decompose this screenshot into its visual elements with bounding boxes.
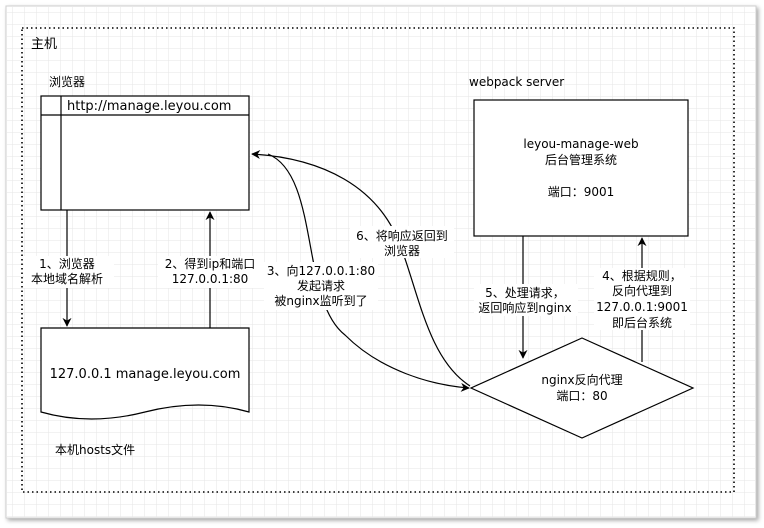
nginx-port: 端口：80 [556,389,607,403]
step4-line4: 即后台系统 [612,315,672,330]
webpack-app-desc: 后台管理系统 [545,152,617,167]
step5-label-bg [474,284,578,316]
browser-label: 浏览器 [49,74,85,89]
step1-line2: 本地域名解析 [31,271,103,286]
host-label: 主机 [31,37,57,52]
step3-line2: 发起请求 [297,278,345,293]
hosts-file-label: 本机hosts文件 [55,442,135,457]
arrow-step3 [267,153,470,392]
step4-line3: 127.0.0.1:9001 [596,300,688,314]
step5-line1: 5、处理请求， [485,286,565,300]
step2-line1: 2、得到ip和端口 [165,256,256,271]
step6-label-bg [350,226,454,258]
hosts-file-shape [40,327,250,420]
step1-line1: 1、浏览器 [39,256,95,271]
step3-label-bg [264,262,378,310]
step2-line2: 127.0.0.1:80 [172,272,249,286]
webpack-port: 端口：9001 [548,185,615,199]
browser-url: http://manage.leyou.com [67,99,231,114]
step6-line2: 浏览器 [384,243,420,258]
step3-line3: 被nginx监听到了 [274,294,367,308]
step6-line1: 6、将响应返回到 [356,228,448,243]
host-container [21,27,735,493]
grid-background [7,7,755,517]
webpack-label: webpack server [469,75,564,89]
step4-line2: 反向代理到 [612,283,672,298]
nginx-title: nginx反向代理 [541,372,622,387]
hosts-file-content: 127.0.0.1 manage.leyou.com [50,367,241,382]
step3-line1: 3、向127.0.0.1:80 [267,263,375,278]
step4-label-bg [594,268,690,330]
step4-line1: 4、根据规则， [602,268,682,283]
nginx-diamond [469,337,695,439]
webpack-app-name: leyou-manage-web [523,137,638,151]
webpack-server-box [473,99,689,237]
step5-line2: 返回响应到nginx [478,300,571,315]
step1-label-bg [24,256,114,288]
step2-label-bg [158,256,264,288]
